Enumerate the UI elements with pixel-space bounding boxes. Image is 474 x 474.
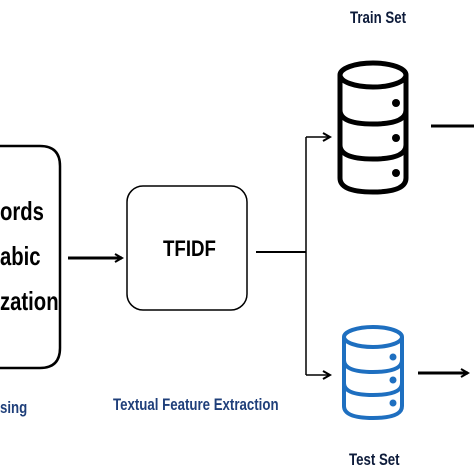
preprocessing-label: sing xyxy=(0,398,28,417)
database-icon xyxy=(337,60,409,195)
preprocessing-box xyxy=(0,144,62,370)
tfidf-box xyxy=(126,185,248,311)
preprocessing-line-1: ords xyxy=(0,196,44,226)
train-set-label: Train Set xyxy=(350,8,407,27)
textual-feature-extraction-label: Textual Feature Extraction xyxy=(113,395,279,414)
test-set-label: Test Set xyxy=(349,450,400,469)
tfidf-label: TFIDF xyxy=(163,236,216,261)
preprocessing-line-2: abic xyxy=(0,241,41,271)
database-icon xyxy=(342,325,404,421)
preprocessing-line-3: zation xyxy=(0,286,59,316)
